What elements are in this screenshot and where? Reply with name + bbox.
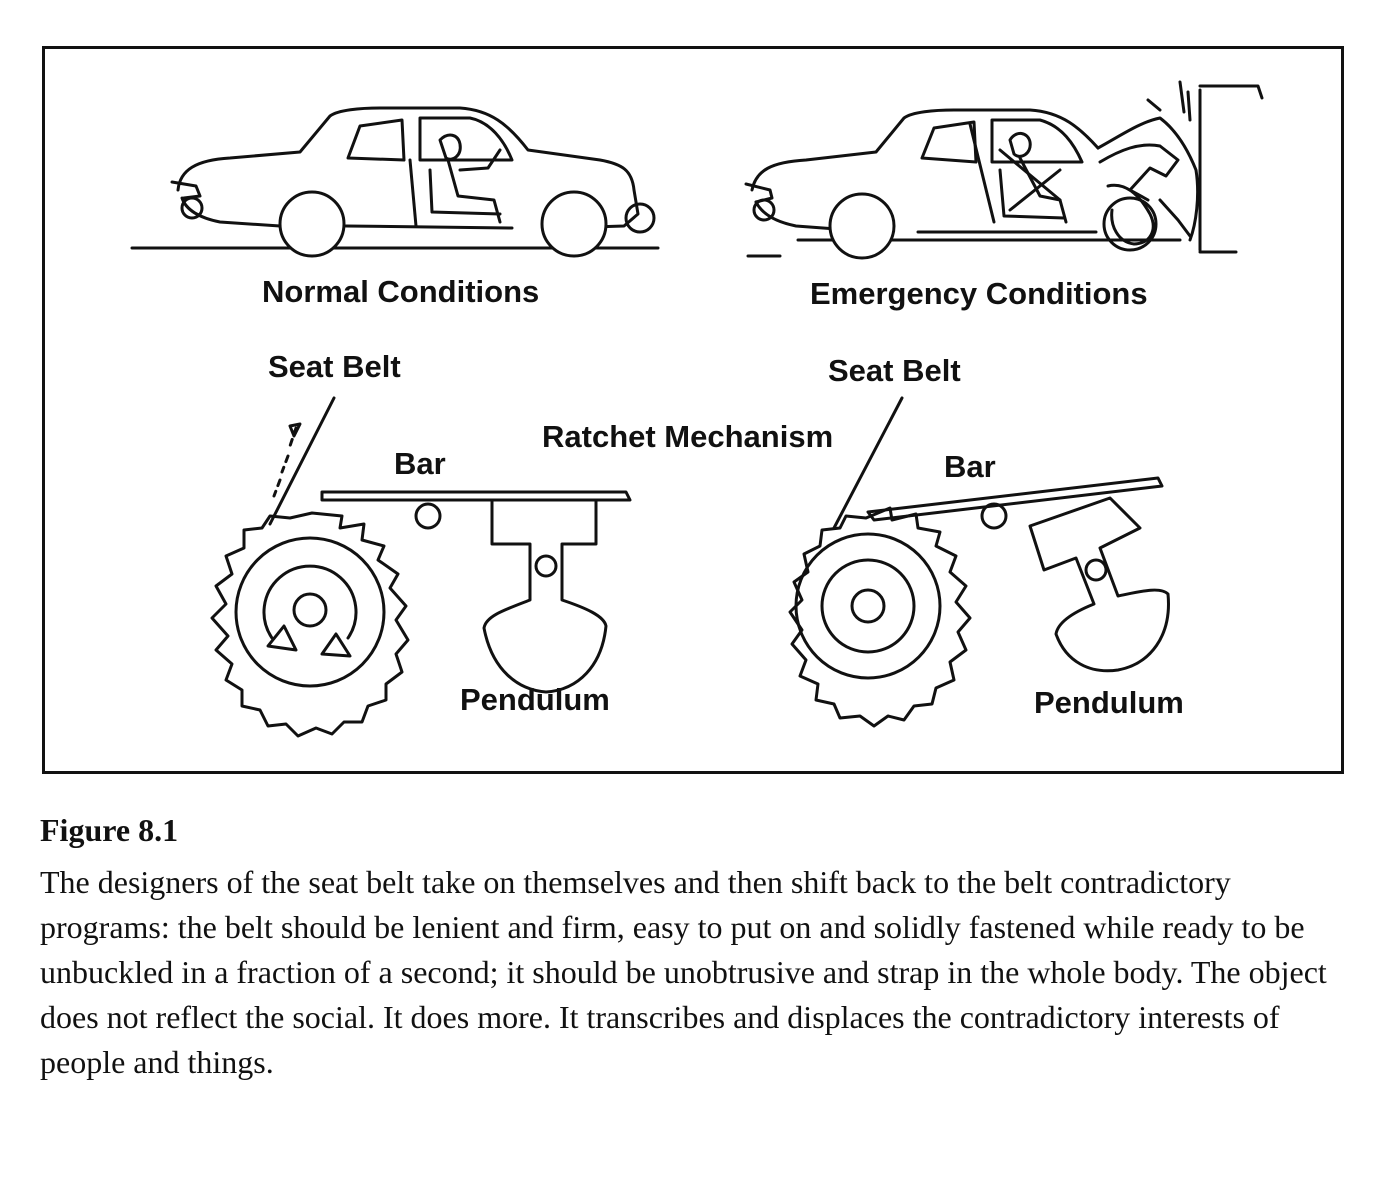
normal-car-body: [176, 106, 640, 230]
bar-label-right: Bar: [944, 449, 996, 484]
crash-wall: [1198, 84, 1264, 252]
pendulum: [482, 498, 608, 694]
figure-caption-title: Figure 8.1: [40, 812, 179, 848]
normal-mechanism: [210, 396, 632, 738]
ratchet-wheel: [210, 511, 410, 738]
pendulum-label-left: Pendulum: [460, 682, 610, 717]
seat-belt-strap: [268, 396, 336, 526]
figure-caption-text: The designers of the seat belt take on t…: [40, 864, 1327, 1080]
ratchet-mechanism-label: Ratchet Mechanism: [542, 419, 833, 454]
normal-car-illustration: [130, 106, 660, 258]
bar: [866, 476, 1164, 522]
ratchet-wheel: [788, 506, 972, 728]
emergency-conditions-label: Emergency Conditions: [810, 276, 1148, 311]
emergency-car-body: [750, 108, 1100, 192]
pendulum-label-right: Pendulum: [1034, 685, 1184, 720]
seat-belt-label-right: Seat Belt: [828, 353, 961, 388]
emergency-mechanism: [788, 396, 1170, 728]
pendulum: [1028, 496, 1170, 673]
normal-conditions-label: Normal Conditions: [262, 274, 539, 309]
emergency-car-illustration: [744, 80, 1264, 260]
seat-belt-label-left: Seat Belt: [268, 349, 401, 384]
bar-label-left: Bar: [394, 446, 446, 481]
figure-frame: [42, 46, 1344, 774]
bar: [320, 490, 632, 502]
seat-belt-diagram: Normal Conditions Emergency Conditions S…: [130, 80, 1264, 738]
seat-belt-strap: [832, 396, 904, 530]
